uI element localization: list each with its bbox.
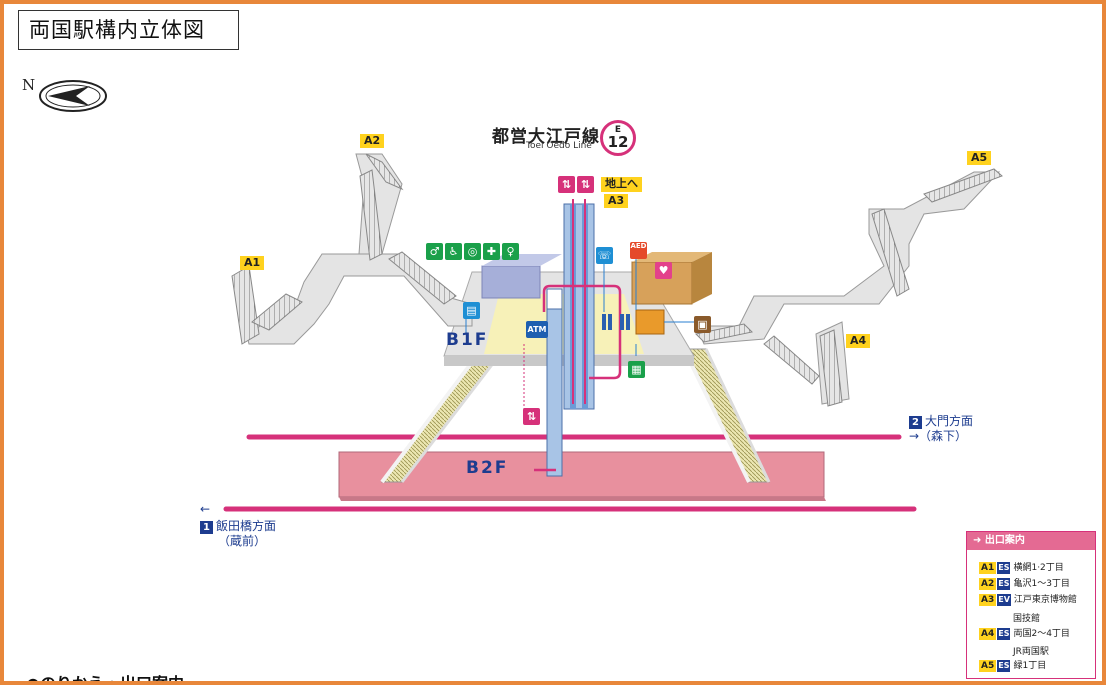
nursing-room-icon: ♥ [655, 262, 672, 279]
platform-elevator-icon: ⇅ [523, 408, 540, 425]
escalator-left [380, 347, 506, 484]
exit-tag-a2: A2 [360, 134, 385, 148]
north-label: N [22, 76, 36, 94]
escalator-right [682, 348, 771, 483]
direction-iidabashi-sub: （蔵前） [218, 534, 267, 548]
legend-row-a3-sub: 国技館 [1013, 614, 1041, 624]
phone-icon: ☏ [596, 247, 613, 264]
elevator-shaft [546, 199, 595, 477]
legend-heading: ➜ 出口案内 [967, 532, 1095, 550]
wheelchair-icon: ♿ [445, 243, 462, 260]
exit-tag-a1: A1 [240, 256, 265, 270]
floor-label-b1f: B1F [446, 330, 489, 350]
compass-icon [39, 80, 107, 112]
ticket-gates [602, 309, 665, 335]
direction-daimon-sub: →（森下） [909, 429, 968, 443]
passage-a1 [231, 251, 473, 345]
ostomate-icon: ✚ [483, 243, 500, 260]
station-number-badge: E 12 [600, 120, 636, 156]
passage-a2 [355, 153, 404, 261]
floor-label-b2f: B2F [466, 458, 509, 478]
toilet-signs: ♂ ♿ ◎ ✚ ♀ [426, 243, 519, 260]
elevator-icon: ⇅ [577, 176, 594, 193]
elevator-signs: ⇅ ⇅ [558, 176, 594, 193]
passage-a4-a5 [694, 168, 1003, 407]
exit-tag-a4: A4 [846, 334, 871, 348]
atm-icon: ATM [526, 321, 548, 338]
station-3d-diagram [223, 153, 1003, 512]
baby-care-icon: ◎ [464, 243, 481, 260]
multipurpose-toilet-icon: ♀ [502, 243, 519, 260]
coin-locker-icon: ▦ [628, 361, 645, 378]
toilet-icon: ♂ [426, 243, 443, 260]
elevator-icon: ⇅ [558, 176, 575, 193]
exit-tag-a3: A3 [604, 194, 629, 208]
line-code-letter: E [614, 125, 622, 135]
line-name: 都営大江戸線 [492, 127, 600, 147]
accessible-route [542, 284, 622, 380]
direction-number-1: 1 [200, 521, 213, 534]
ticket-machine-icon: ▤ [463, 302, 480, 319]
direction-west-arrow: ← [200, 502, 211, 516]
aed-icon: AED [630, 242, 647, 259]
to-ground-label: 地上へ [601, 177, 642, 192]
direction-number-2: 2 [909, 416, 922, 429]
exit-tag-a5: A5 [967, 151, 992, 165]
b2f-platform [338, 451, 826, 501]
page-title: 両国駅構内立体図 [18, 10, 239, 50]
legend-row-a4-sub: JR両国駅 [1013, 647, 1049, 657]
transfer-guide-heading: ●のりかえ・出口案内 [26, 674, 184, 685]
station-office-icon: ▣ [694, 316, 711, 333]
line-name-en: Toei Oedo Line [526, 141, 592, 151]
station-code-number: 12 [607, 133, 629, 151]
